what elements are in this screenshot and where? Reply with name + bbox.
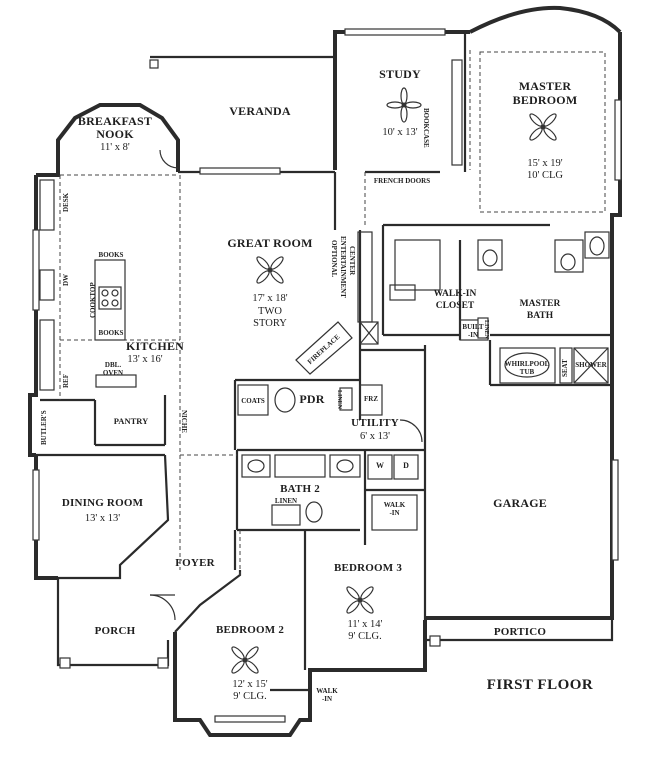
label-butlers: BUTLER'S (40, 410, 48, 445)
fireplace (295, 321, 353, 375)
ceiling-fan-icon (529, 113, 557, 141)
room-dims-dining-room: 13' x 13' (84, 513, 121, 524)
label-optional-3: CENTER (348, 246, 356, 276)
room-label-portico: PORTICO (493, 626, 547, 638)
label-built-in-1: BUILT (462, 323, 484, 331)
label-washer: W (376, 461, 384, 470)
room-dims-great-room: 17' x 18' (252, 293, 288, 304)
room-label-garage: GARAGE (493, 496, 547, 510)
label-walk-in-b2-2: -IN (321, 695, 333, 703)
label-desk: DESK (62, 192, 70, 212)
pdr-fixtures (237, 384, 419, 480)
room-ceiling-bedroom-2: 9' CLG. (233, 691, 267, 702)
label-linen-pdr: LINEN (336, 390, 342, 410)
room-dims-bedroom-3: 11' x 14' (347, 619, 383, 630)
room-dims-kitchen: 13' x 16' (127, 354, 163, 365)
label-whirlpool-2: TUB (519, 368, 535, 376)
label-frz: FRZ (364, 395, 378, 403)
porch-column (157, 657, 169, 669)
room-note-great-room-1: TWO (258, 306, 282, 317)
bath-2-fixtures (241, 454, 418, 531)
room-label-dining-room: DINING ROOM (61, 497, 144, 509)
label-linen-bath2: LINEN (274, 497, 298, 505)
label-shower: SHOWER (575, 361, 607, 369)
room-label-kitchen: KITCHEN (125, 339, 185, 353)
room-label-bath-2: BATH 2 (280, 483, 320, 495)
room-ceiling-bedroom-3: 9' CLG. (348, 631, 382, 642)
room-label-foyer: FOYER (175, 557, 215, 569)
kitchen-island (39, 179, 137, 391)
ceiling-fan-icon (256, 256, 284, 284)
door-swings (149, 149, 423, 621)
room-note-great-room-2: STORY (253, 318, 287, 329)
room-label-master-bedroom-2: BEDROOM (512, 93, 578, 107)
label-walk-in-b2-1: WALK (316, 687, 338, 695)
porch-column (59, 657, 71, 669)
room-label-master-bedroom-1: MASTER (518, 79, 572, 93)
room-dims-study: 10' x 13' (382, 127, 418, 138)
label-dryer: D (403, 461, 409, 470)
room-label-study: STUDY (379, 67, 421, 81)
room-label-bedroom-2: BEDROOM 2 (215, 624, 285, 636)
label-dw: DW (62, 273, 70, 286)
label-niche: NICHE (180, 410, 188, 433)
room-label-porch: PORCH (94, 625, 136, 637)
plan-title: FIRST FLOOR (486, 677, 594, 693)
interior-walls (36, 32, 612, 710)
label-books-top: BOOKS (98, 251, 124, 259)
label-bookcase: BOOKCASE (422, 108, 430, 148)
portico-column (429, 635, 441, 647)
ceiling-fan-icon (231, 646, 259, 674)
label-built-in-2: -IN (467, 331, 479, 339)
room-label-pdr: PDR (299, 392, 325, 406)
room-dims-utility: 6' x 13' (359, 431, 391, 442)
room-label-pantry: PANTRY (113, 416, 149, 426)
windows (32, 28, 622, 723)
label-books-bottom: BOOKS (98, 329, 124, 337)
master-bath-fixtures (389, 231, 610, 384)
room-label-utility: UTILITY (351, 417, 399, 429)
label-walk-in-b3-1: WALK (383, 501, 406, 509)
label-optional-1: OPTIONAL (330, 240, 338, 278)
label-french-doors: FRENCH DOORS (373, 177, 431, 185)
room-label-master-bath-2: BATH (526, 311, 554, 321)
chase-box (359, 321, 379, 345)
veranda-post (149, 59, 159, 69)
room-label-breakfast-nook-1: BREAKFAST (77, 114, 153, 128)
label-cooktop: COOKTOP (89, 282, 97, 318)
ceiling-fan-icon (386, 87, 422, 123)
label-whirlpool-1: WHIRLPOOL (504, 360, 550, 368)
ceiling-fan-icon (346, 586, 374, 614)
room-label-great-room: GREAT ROOM (227, 236, 313, 250)
room-dims-breakfast-nook: 11' x 8' (100, 142, 130, 153)
room-label-bedroom-3: BEDROOM 3 (333, 562, 403, 574)
label-ref: REF (62, 374, 70, 388)
label-linen-master: LINEN (483, 320, 489, 340)
label-optional-2: ENTERTAINMENT (339, 236, 347, 298)
bookcase (451, 59, 463, 166)
label-dbl-oven-1: DBL. (104, 361, 122, 369)
room-dims-bedroom-2: 12' x 15' (232, 679, 268, 690)
room-label-walk-in-closet-2: CLOSET (435, 301, 475, 311)
room-dims-master-bedroom: 15' x 19' (527, 158, 563, 169)
label-seat: SEAT (561, 359, 569, 377)
label-dbl-oven-2: OVEN (102, 369, 124, 377)
label-coats: COATS (241, 397, 265, 405)
room-label-breakfast-nook-2: NOOK (96, 127, 134, 141)
room-ceiling-master-bedroom: 10' CLG (526, 170, 564, 181)
room-label-walk-in-closet-1: WALK-IN (433, 289, 477, 299)
room-label-master-bath-1: MASTER (519, 299, 561, 309)
room-label-veranda: VERANDA (229, 104, 291, 118)
label-walk-in-b3-2: -IN (389, 509, 400, 517)
